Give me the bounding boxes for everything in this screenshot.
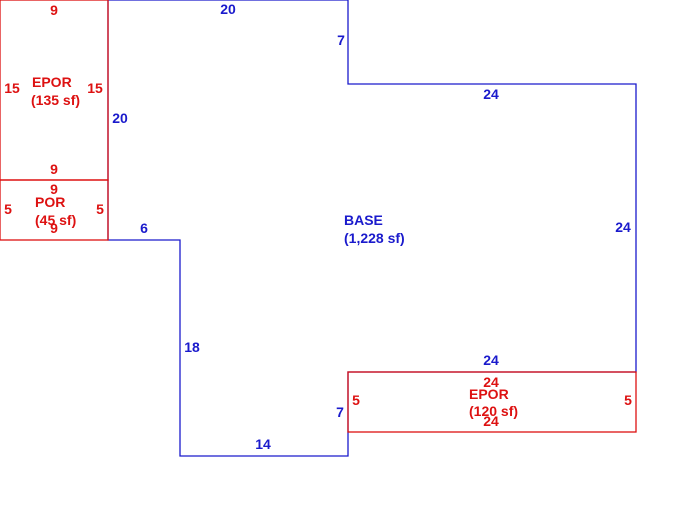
por-left-dim-right: 5	[96, 201, 104, 217]
base-name-label: BASE	[344, 212, 383, 228]
base-dim-notch-right: 7	[337, 32, 345, 48]
por-left-dim-bottom: 9	[50, 220, 58, 236]
base-dim-top-left: 20	[220, 1, 236, 17]
epor-left-dim-top: 9	[50, 2, 58, 18]
epor-bottom-dim-right: 5	[624, 392, 632, 408]
epor-bottom-dim-top: 24	[483, 374, 499, 390]
por-left-dim-top: 9	[50, 181, 58, 197]
epor-left-dim-left: 15	[4, 80, 20, 96]
base-dim-lower-left: 18	[184, 339, 200, 355]
base-dim-bottom: 14	[255, 436, 271, 452]
por-left-area-label: (45 sf)	[35, 212, 76, 228]
epor-bottom-dim-left: 5	[352, 392, 360, 408]
epor-left-name-label: EPOR	[32, 74, 72, 90]
base-dim-bottom-right: 24	[483, 352, 499, 368]
base-dim-step: 6	[140, 220, 148, 236]
base-outline	[107, 0, 637, 457]
epor-left-dim-right: 15	[87, 80, 103, 96]
base-dim-upper-left: 20	[112, 110, 128, 126]
por-left-outline	[0, 179, 109, 241]
epor-bottom-name-label: EPOR	[469, 386, 509, 402]
epor-left-dim-bottom: 9	[50, 161, 58, 177]
epor-bottom-outline	[347, 371, 637, 433]
epor-left-area-label: (135 sf)	[31, 92, 80, 108]
por-left-dim-left: 5	[4, 201, 12, 217]
epor-bottom-area-label: (120 sf)	[469, 403, 518, 419]
por-left-name-label: POR	[35, 194, 65, 210]
base-dim-top-right: 24	[483, 86, 499, 102]
base-dim-right: 24	[615, 219, 631, 235]
base-dim-lower-step: 7	[336, 404, 344, 420]
base-area-label: (1,228 sf)	[344, 230, 405, 246]
epor-bottom-dim-bottom: 24	[483, 413, 499, 429]
